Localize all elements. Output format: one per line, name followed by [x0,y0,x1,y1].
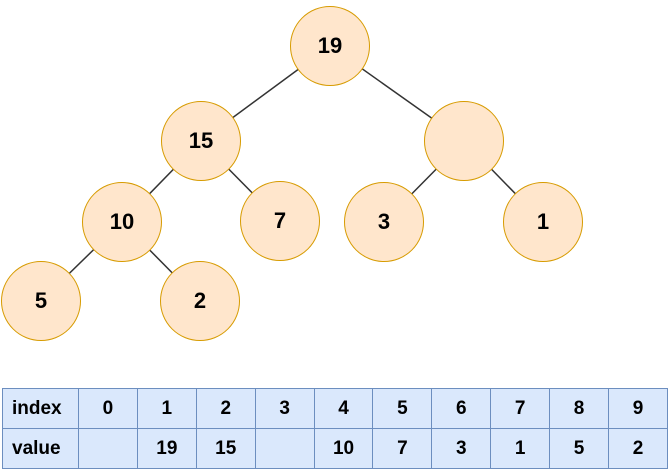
index-cell-0: 0 [78,388,138,429]
value-cell-9: 2 [608,428,668,469]
tree-node-label: 5 [34,288,48,313]
value-row-header: value [2,428,79,469]
index-cell-3: 3 [254,388,315,429]
index-cell-9: 9 [608,388,668,429]
value-cell-4: 10 [313,428,374,469]
tree-node-2: 2 [160,261,240,341]
index-cell-6: 6 [431,388,492,429]
value-cell-3 [254,428,315,469]
tree-node-7: 7 [240,181,320,261]
index-cell-5: 5 [372,388,433,429]
value-cell-8: 5 [549,428,610,469]
index-cell-8: 8 [549,388,610,429]
index-row-header: index [2,388,79,429]
array-representation-table: index 0 1 2 3 4 5 6 7 8 9 value 19 15 10… [2,388,668,469]
tree-node-label: 3 [377,209,391,234]
tree-node-1: 1 [503,182,583,262]
index-cell-4: 4 [313,388,374,429]
tree-node-label: 1 [536,209,550,234]
tree-node-label: 19 [317,33,343,58]
value-cell-1: 19 [136,428,197,469]
tree-node-label: 2 [193,288,207,313]
index-cell-7: 7 [490,388,551,429]
tree-node-empty [424,101,504,181]
value-cell-0 [78,428,138,469]
value-cell-6: 3 [431,428,492,469]
tree-node-10: 10 [82,182,162,262]
value-cell-7: 1 [490,428,551,469]
value-cell-5: 7 [372,428,433,469]
value-row: value 19 15 10 7 3 1 5 2 [2,428,668,469]
tree-node-label: 15 [188,128,214,153]
tree-node-label: 10 [109,209,135,234]
tree-node-label: 7 [273,208,287,233]
tree-node-19: 19 [290,6,370,86]
index-row: index 0 1 2 3 4 5 6 7 8 9 [2,388,668,429]
tree-node-15: 15 [161,101,241,181]
tree-node-5: 5 [1,261,81,341]
value-cell-2: 15 [195,428,256,469]
index-cell-1: 1 [136,388,197,429]
tree-node-3: 3 [344,182,424,262]
index-cell-2: 2 [195,388,256,429]
